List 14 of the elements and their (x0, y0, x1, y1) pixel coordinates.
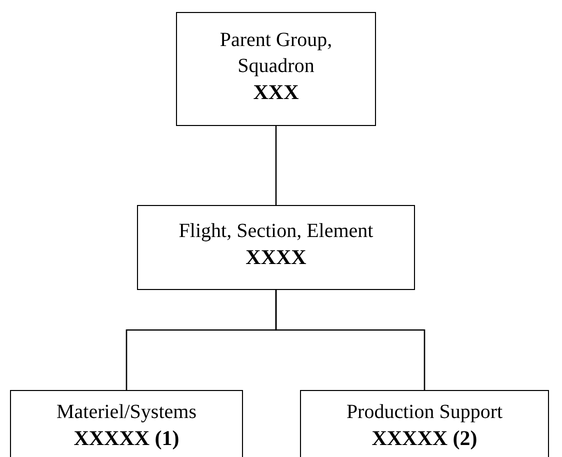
unit-name: Flight, Section, Element (178, 219, 374, 244)
connector-line (275, 290, 426, 390)
unit-code: XXXX (246, 244, 306, 270)
unit-name: Production Support (346, 400, 503, 425)
unit-name: Parent Group, Squadron (218, 28, 334, 79)
org-box (300, 390, 549, 457)
unit-name: Materiel/Systems (56, 400, 196, 425)
unit-code: XXXXX (1) (74, 425, 180, 451)
connector-line (275, 126, 277, 205)
org-box (137, 205, 415, 290)
org-box (10, 390, 243, 457)
unit-code: XXX (253, 79, 299, 105)
org-box (176, 12, 376, 126)
unit-code: XXXXX (2) (372, 425, 478, 451)
